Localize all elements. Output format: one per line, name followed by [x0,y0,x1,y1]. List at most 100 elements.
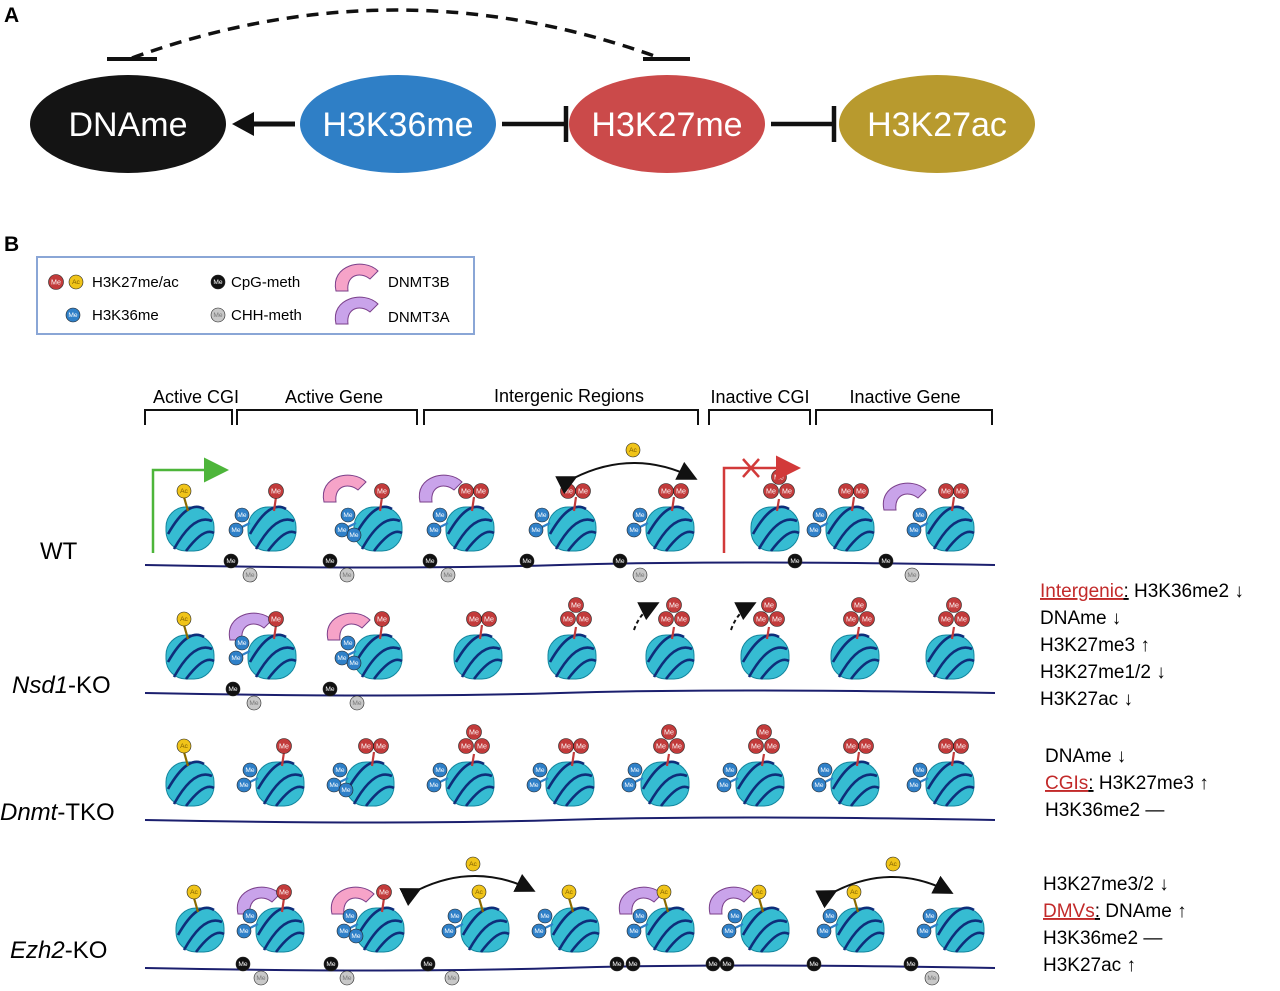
h3k27me-mark-text: Me [576,742,586,750]
h3k27ac-mark-text: Ac [180,743,188,750]
h3k27me-mark-text: Me [561,742,571,750]
dna-wrap [842,919,883,951]
h3k36me-mark-circle [822,908,838,924]
dna-strand [144,561,996,569]
h3k27ac-mark-circle [561,884,577,900]
h3k27me-mark: Me [946,597,962,613]
chh-meth-mark-text: Me [635,572,645,579]
h3k36me-mark-circle [228,522,244,538]
h3k27ac-mark: Ac [846,884,862,900]
h3k27me-mark: Me [764,738,780,754]
summary-nsd1-line-5: H3K27ac ↓ [1040,689,1133,710]
summary-nsd1-line-2-arrow: ↓ [1112,608,1122,629]
h3k36me-mark-text: Me [239,928,249,935]
dna-wrap [354,505,393,535]
h3k36me-mark: Me [340,507,356,523]
h3k36me-mark-circle [721,923,737,939]
node-dname: DNAme [30,75,226,173]
nucleosome [345,760,395,807]
panel-a-letter: A [4,4,19,27]
h3k27me-mark: Me [769,611,785,627]
region-inactive-cgi: Inactive CGI [710,387,809,407]
dnmt3a-legend-icon [334,296,379,325]
dna-wrap [464,530,495,552]
cpg-meth-mark-text: Me [228,686,238,693]
h3k27me-mark: Me [771,469,787,485]
h3k36me-mark-text: Me [915,512,925,519]
h3k27me-mark-text: Me [676,487,686,495]
row-label-ezh2-gene: Ezh2 [10,937,65,964]
h3k36me-mark: Me [65,307,81,323]
histone-tail [567,897,575,913]
h3k27me-mark-circle [669,738,685,754]
h3k27me-mark: Me [458,738,474,754]
h3k27me-mark-text: Me [461,742,471,750]
panel-b-letter: B [4,233,19,256]
summary-nsd1-line-1: Intergenic: H3K36me2 ↓ [1040,581,1244,602]
cpg-meth-mark-text: Me [522,558,532,565]
h3k36me-mark-text: Me [435,512,445,519]
dna-wrap [652,919,693,951]
histone-tail [541,522,551,528]
cpg-meth-mark-circle [422,553,438,569]
h3k36me-mark-text: Me [245,767,255,774]
h3k36me-mark-text: Me [809,527,819,534]
h3k36me-mark-circle [531,923,547,939]
h3k36me-mark: Me [912,762,928,778]
h3k27me-mark-circle [953,738,969,754]
dna-wrap [374,931,405,953]
bracket-active-gene [236,409,418,425]
legend-dnmt3b: DNMT3B [388,274,450,291]
h3k27me-mark: Me [658,611,674,627]
h3k27me-label: H3K27me [591,106,742,144]
h3k36me-mark: Me [426,777,442,793]
histone-tail [760,753,766,767]
dna-wrap [641,760,680,790]
h3k27ac-mark-text: Ac [629,447,637,454]
histone-tail [349,923,359,929]
nucleosome [165,760,215,807]
cpg-meth-mark-circle [322,681,338,697]
h3k27me-mark-circle [374,611,390,627]
h3k27ac-label: H3K27ac [867,106,1007,144]
histone-tail [855,626,861,640]
h3k27me-mark-text: Me [841,487,851,495]
histone-tail [347,522,357,528]
dna-wrap [364,785,395,807]
chh-meth-mark: Me [924,970,940,986]
h3k27me-mark: Me [851,597,867,613]
chh-meth-mark-circle [339,970,355,986]
dna-wrap [548,633,587,663]
h3k27ac-mark-circle [751,884,767,900]
h3k36me-mark: Me [234,507,250,523]
h3k27me-mark: Me [938,483,954,499]
histone-tail [380,897,386,913]
h3k36me-mark: Me [811,777,827,793]
cpg-meth-mark-text: Me [325,686,335,693]
region-inactive-gene: Inactive Gene [849,387,960,407]
h3k36me-mark-text: Me [814,782,824,789]
legend-h3k36: H3K36me [92,307,159,324]
h3k36me-mark: Me [922,908,938,924]
h3k27me-mark-circle [458,738,474,754]
dna-wrap [467,919,508,951]
chh-meth-mark-circle [242,567,258,583]
histone-tail [182,496,190,512]
histone-tail [950,751,956,767]
histone-tail [182,751,190,767]
h3k36me-mark: Me [806,522,822,538]
histone-tail [950,496,956,512]
h3k36me-mark: Me [348,928,364,944]
dna-wrap [569,931,600,953]
region-active-gene: Active Gene [285,387,383,407]
histone-tail [634,777,644,783]
cpg-meth-mark-circle [322,553,338,569]
summary-nsd1-region: Intergenic [1040,581,1123,602]
row-label-dnmt: Dnmt-TKO [0,799,115,826]
dna-wrap [754,785,785,807]
dna-wrap [184,658,215,680]
h3k27ac-mark: Ac [751,884,767,900]
h3k36me-mark: Me [716,777,732,793]
h3k27me-mark: Me [843,611,859,627]
